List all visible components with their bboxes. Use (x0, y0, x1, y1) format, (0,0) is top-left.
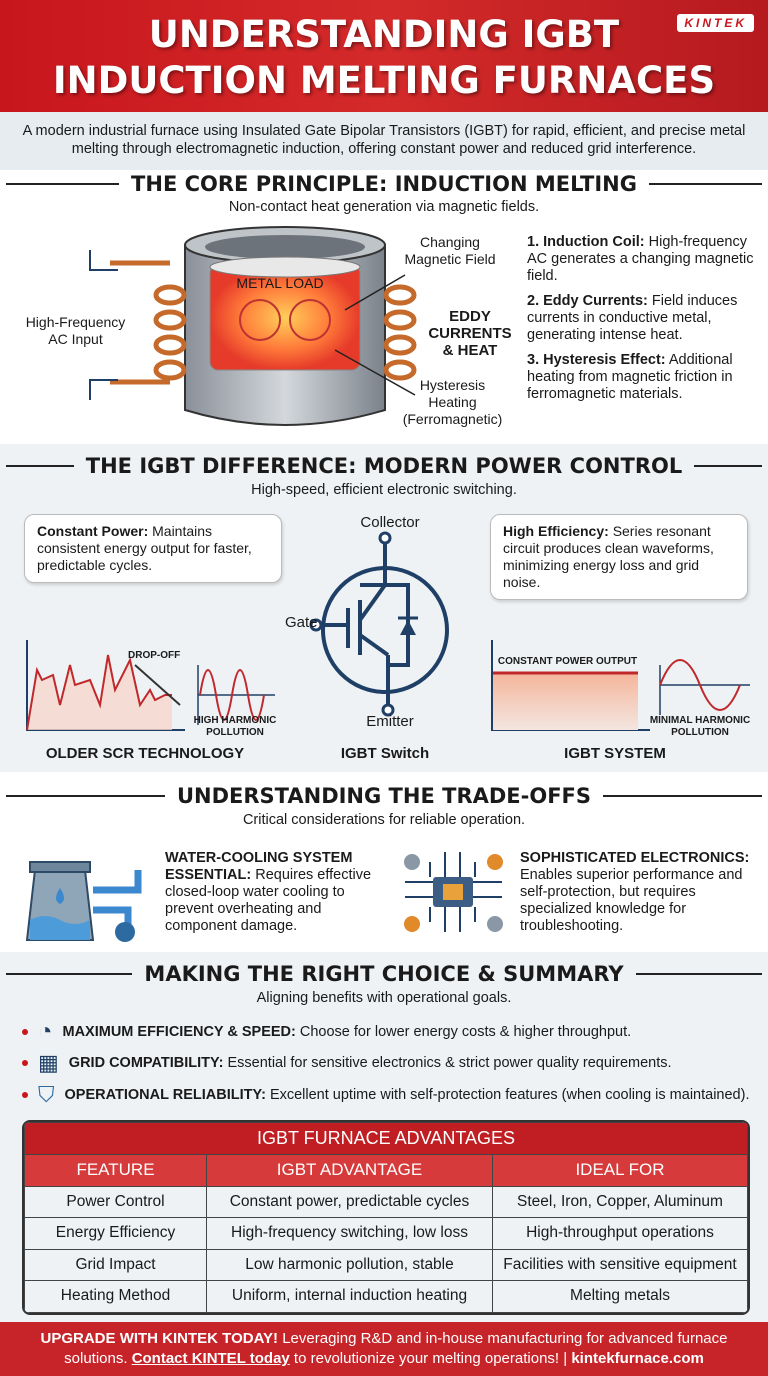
gate-label: Gate (285, 614, 318, 631)
cell: Constant power, predictable cycles (206, 1185, 493, 1218)
circuit-chip-icon (404, 852, 503, 932)
cell: Facilities with sensitive equipment (492, 1248, 748, 1281)
igbt-switch-caption: IGBT Switch (340, 745, 430, 762)
water-cooling-icon (25, 861, 142, 942)
cell: Uniform, internal induction heating (206, 1280, 493, 1313)
cell: Energy Efficiency (24, 1217, 207, 1250)
contact-link[interactable]: Contact KINTEL today (131, 1350, 290, 1367)
drop-off-label: DROP-OFF (128, 650, 181, 661)
bullet-reliability: ⛉OPERATIONAL RELIABILITY: Excellent upti… (22, 1082, 749, 1108)
pointer-lines (334, 274, 416, 396)
callout-high-efficiency: High Efficiency: Series resonant circuit… (490, 514, 748, 600)
tradeoff-electronics: SOPHISTICATED ELECTRONICS: Enables super… (520, 850, 750, 934)
cell: Steel, Iron, Copper, Aluminum (492, 1185, 748, 1218)
summary-subtitle: Aligning benefits with operational goals… (256, 990, 512, 1006)
igbt-title: THE IGBT DIFFERENCE: MODERN POWER CONTRO… (85, 454, 683, 478)
igbt-power-graph (491, 640, 750, 731)
col-ideal-for: IDEAL FOR (492, 1154, 748, 1187)
minimal-harmonic-label: MINIMAL HARMONIC POLLUTION (649, 715, 751, 738)
footer-lead: UPGRADE WITH KINTEK TODAY! (40, 1330, 279, 1347)
point-hysteresis: 3. Hysteresis Effect: Additional heating… (527, 352, 733, 402)
scr-power-line (26, 654, 172, 731)
col-feature: FEATURE (24, 1154, 207, 1187)
scr-caption: OLDER SCR TECHNOLOGY (45, 745, 245, 762)
emitter-label: Emitter (366, 713, 414, 730)
core-section-title: THE CORE PRINCIPLE: INDUCTION MELTING (0, 172, 768, 196)
core-title: THE CORE PRINCIPLE: INDUCTION MELTING (131, 172, 637, 196)
eddy-currents-label: EDDY CURRENTS & HEAT (428, 308, 512, 359)
footer-text: to revolutionize your melting operations… (289, 1350, 572, 1367)
igbt-symbol (309, 531, 449, 717)
igbt-section-title: THE IGBT DIFFERENCE: MODERN POWER CONTRO… (0, 454, 768, 478)
cell: Power Control (24, 1185, 207, 1218)
cell: Heating Method (24, 1280, 207, 1313)
intro-text: A modern industrial furnace using Insula… (0, 112, 768, 170)
tradeoff-water-cooling: WATER-COOLING SYSTEM ESSENTIAL: Requires… (165, 850, 372, 934)
footer-banner: UPGRADE WITH KINTEK TODAY! Leveraging R&… (0, 1322, 768, 1376)
bullet-efficiency: ◔MAXIMUM EFFICIENCY & SPEED: Choose for … (22, 1018, 631, 1046)
igbt-subtitle: High-speed, efficient electronic switchi… (251, 482, 517, 498)
cell: High-frequency switching, low loss (206, 1217, 493, 1250)
bullet-grid: ▦GRID COMPATIBILITY: Essential for sensi… (22, 1050, 672, 1076)
callout-constant-power: Constant Power: Maintains consistent ene… (24, 514, 282, 583)
hysteresis-label: Hysteresis Heating (Ferromagnetic) (402, 377, 503, 427)
igbt-system-caption: IGBT SYSTEM (564, 745, 666, 762)
metal-load-label: METAL LOAD (236, 275, 324, 291)
speedometer-icon: ◔ (38, 1018, 53, 1045)
core-points: 1. Induction Coil: High-frequency AC gen… (527, 234, 757, 403)
col-advantage: IGBT ADVANTAGE (206, 1154, 493, 1187)
minimal-harmonic-wave (659, 659, 741, 711)
magnetic-field-label: Changing Magnetic Field (404, 234, 496, 267)
title-line-2: INDUCTION MELTING FURNACES (52, 59, 716, 102)
eddy-current-icon (289, 299, 331, 341)
core-subtitle: Non-contact heat generation via magnetic… (228, 199, 540, 215)
cell: Low harmonic pollution, stable (206, 1248, 493, 1281)
eddy-current-icon (239, 299, 281, 341)
ac-input-label: High-Frequency AC Input (25, 314, 126, 347)
point-coil: 1. Induction Coil: High-frequency AC gen… (527, 234, 754, 284)
tradeoffs-subtitle: Critical considerations for reliable ope… (242, 812, 526, 828)
table-title: IGBT FURNACE ADVANTAGES (24, 1122, 748, 1155)
induction-furnace-diagram (89, 226, 417, 426)
cell: Grid Impact (24, 1248, 207, 1281)
scr-harmonic-wave (199, 669, 265, 721)
summary-section-title: MAKING THE RIGHT CHOICE & SUMMARY (0, 962, 768, 986)
grid-check-icon: ▦ (38, 1050, 59, 1075)
website-link[interactable]: kintekfurnace.com (571, 1350, 704, 1367)
title-line-1: UNDERSTANDING IGBT (148, 13, 620, 56)
kintek-logo: KINTEK (677, 14, 754, 32)
shield-check-icon: ⛉ (38, 1082, 55, 1107)
constant-power-label: CONSTANT POWER OUTPUT (497, 656, 638, 667)
tradeoffs-title: UNDERSTANDING THE TRADE-OFFS (176, 784, 592, 808)
cell: Melting metals (492, 1280, 748, 1313)
scr-power-graph (26, 640, 275, 731)
collector-label: Collector (360, 514, 420, 531)
summary-title: MAKING THE RIGHT CHOICE & SUMMARY (144, 962, 624, 986)
induction-coil (110, 260, 417, 385)
cell: High-throughput operations (492, 1217, 748, 1250)
footer-text: Leveraging R&D and in-house manufacturin… (64, 1330, 728, 1367)
drop-off-arrow (134, 664, 181, 706)
point-eddy: 2. Eddy Currents: Field induces currents… (527, 293, 738, 343)
high-harmonic-label: HIGH HARMONIC POLLUTION (193, 715, 277, 738)
ac-input-arrows (89, 250, 118, 400)
tradeoffs-section-title: UNDERSTANDING THE TRADE-OFFS (0, 784, 768, 808)
